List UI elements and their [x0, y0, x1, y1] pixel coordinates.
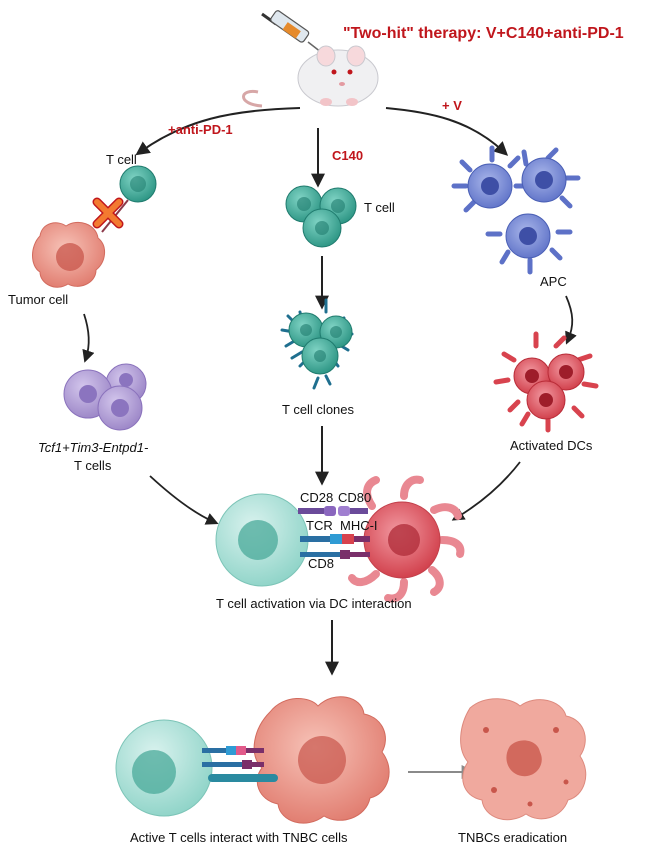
eradicated-tnbc	[460, 698, 587, 821]
label-t-cell-clones: T cell clones	[282, 402, 355, 417]
label-tcell-subset-line2: T cells	[74, 458, 112, 473]
receptor-cd80: CD80	[338, 490, 371, 505]
block-x-icon	[92, 197, 124, 229]
label-tcell-subset-line1: Tcf1+Tim3-Entpd1-	[38, 440, 149, 455]
tnbc-synapse-receptors	[202, 746, 278, 782]
label-active-tcells: Active T cells interact with TNBC cells	[130, 830, 348, 845]
activated-dc-cluster	[493, 331, 599, 433]
receptor-mhc: MHC-I	[340, 518, 378, 533]
arrow-to-left-branch	[135, 107, 301, 156]
label-t-cell-left: T cell	[106, 152, 137, 167]
treatment-c140: C140	[332, 148, 363, 163]
arrow-right-down	[565, 295, 577, 345]
tnbc-cell	[253, 696, 390, 824]
receptor-cd8: CD8	[308, 556, 334, 571]
tcell-subset-cluster	[63, 363, 147, 431]
t-cell-cluster-center	[285, 185, 357, 248]
tumor-cell-left	[32, 222, 105, 288]
title: "Two-hit" therapy: V+C140+anti-PD-1	[343, 25, 624, 42]
arrow-left-to-activation	[149, 475, 219, 525]
receptor-cd28: CD28	[300, 490, 333, 505]
label-tumor-cell: Tumor cell	[8, 292, 68, 307]
label-t-cell-center: T cell	[364, 200, 395, 215]
syringe-icon	[261, 10, 327, 57]
label-activation: T cell activation via DC interaction	[216, 596, 412, 611]
treatment-anti-pd1: +anti-PD-1	[168, 122, 233, 137]
label-eradication: TNBCs eradication	[458, 830, 567, 845]
arrow-left-down	[82, 313, 95, 363]
treatment-v: + V	[442, 98, 462, 113]
label-activated-dcs: Activated DCs	[510, 438, 593, 453]
arrow-right-to-activation	[451, 461, 521, 521]
t-cell-left	[119, 165, 157, 203]
receptor-tcr: TCR	[306, 518, 333, 533]
apc-cluster	[451, 145, 581, 275]
activation-t-cell	[215, 493, 309, 587]
label-apc: APC	[540, 274, 567, 289]
synapse-receptors	[298, 506, 370, 559]
t-cell-clones	[280, 298, 354, 390]
mouse-icon	[242, 45, 379, 108]
arrow-to-right-branch	[385, 107, 509, 156]
active-t-cell	[115, 719, 213, 817]
